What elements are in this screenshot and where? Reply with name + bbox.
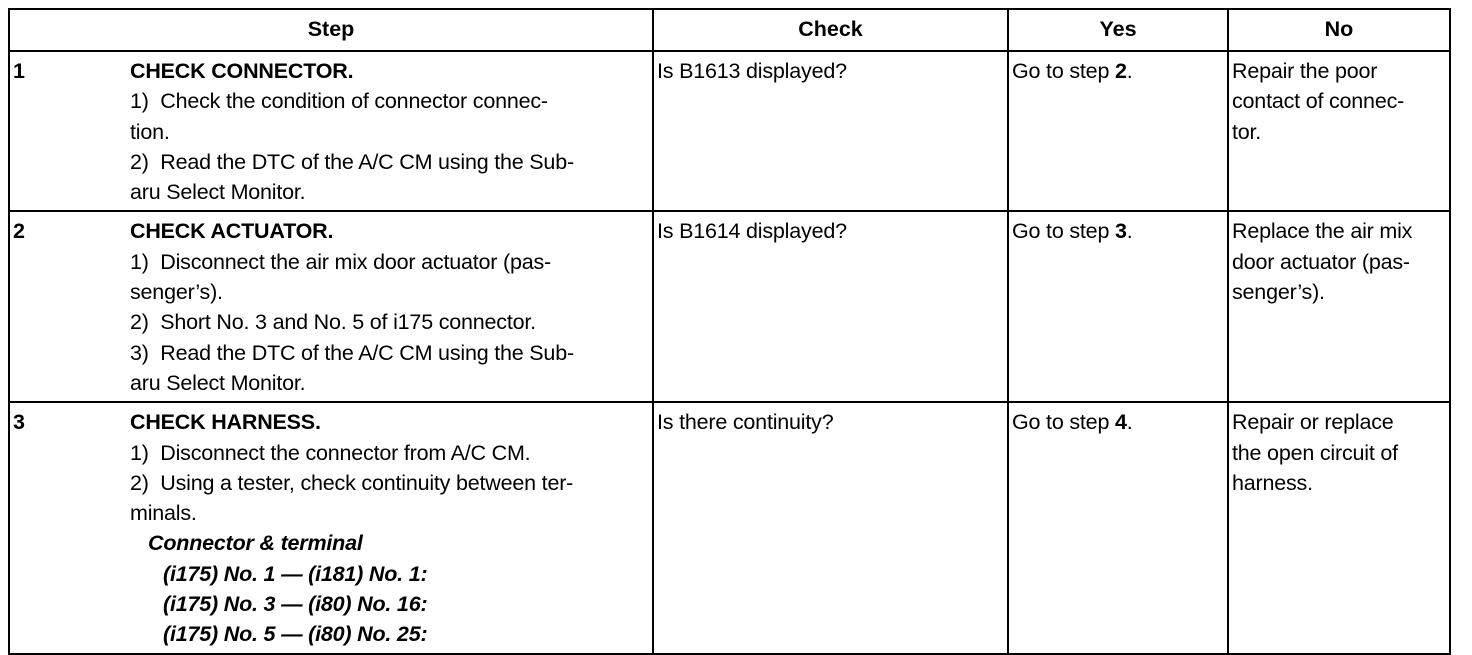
no-line: senger’s). bbox=[1232, 280, 1325, 305]
yes-suffix: . bbox=[1126, 219, 1133, 244]
yes-step-ref: 2 bbox=[1114, 59, 1127, 83]
step-number: 3 bbox=[13, 410, 25, 435]
step-instruction: minals. bbox=[130, 501, 197, 526]
no-line: contact of connec- bbox=[1232, 89, 1405, 114]
step-instruction: tion. bbox=[130, 119, 170, 144]
yes-prefix: Go to step bbox=[1012, 410, 1115, 435]
step-instruction: 1) Check the condition of connector conn… bbox=[130, 89, 548, 114]
no-line: tor. bbox=[1232, 119, 1262, 144]
table-row: 2 CHECK ACTUATOR. 1) Disconnect the air … bbox=[8, 210, 1451, 404]
step-instruction: 1) Disconnect the air mix door actuator … bbox=[130, 249, 551, 274]
header-step: Step bbox=[8, 8, 654, 52]
no-line: Replace the air mix bbox=[1232, 219, 1413, 244]
step-cell: 2 CHECK ACTUATOR. 1) Disconnect the air … bbox=[8, 210, 654, 404]
header-check: Check bbox=[652, 8, 1009, 52]
check-cell: Is B1613 displayed? bbox=[652, 49, 1009, 213]
no-cell: Repair the poor contact of connec- tor. bbox=[1227, 49, 1451, 213]
yes-cell: Go to step 4. bbox=[1007, 401, 1229, 655]
no-cell: Replace the air mix door actuator (pas- … bbox=[1227, 210, 1451, 404]
yes-cell: Go to step 2. bbox=[1007, 49, 1229, 213]
connector-terminal-item: (i175) No. 1 — (i181) No. 1: bbox=[163, 561, 428, 586]
step-cell: 1 CHECK CONNECTOR. 1) Check the conditio… bbox=[8, 49, 654, 213]
yes-prefix: Go to step bbox=[1012, 219, 1115, 244]
table-row: 1 CHECK CONNECTOR. 1) Check the conditio… bbox=[8, 49, 1451, 213]
step-number: 1 bbox=[13, 59, 25, 83]
step-cell: 3 CHECK HARNESS. 1) Disconnect the conne… bbox=[8, 401, 654, 655]
yes-step-ref: 3 bbox=[1114, 219, 1127, 244]
no-line: Repair or replace bbox=[1232, 410, 1394, 435]
no-line: door actuator (pas- bbox=[1232, 249, 1410, 274]
header-row: Step Check Yes No bbox=[8, 8, 1451, 52]
connector-terminal-item: (i175) No. 5 — (i80) No. 25: bbox=[163, 622, 428, 647]
no-cell: Repair or replace the open circuit of ha… bbox=[1227, 401, 1451, 655]
step-instruction: 2) Using a tester, check continuity betw… bbox=[130, 470, 574, 495]
check-cell: Is there continuity? bbox=[652, 401, 1009, 655]
step-title: CHECK HARNESS. bbox=[130, 410, 321, 435]
step-number: 2 bbox=[13, 219, 25, 244]
diagnostic-table: Step Check Yes No 1 CHECK CONNECTOR. 1) … bbox=[8, 8, 1451, 655]
yes-suffix: . bbox=[1126, 410, 1133, 435]
header-yes: Yes bbox=[1007, 8, 1229, 52]
step-instruction: 1) Disconnect the connector from A/C CM. bbox=[130, 440, 531, 465]
yes-cell: Go to step 3. bbox=[1007, 210, 1229, 404]
table-row: 3 CHECK HARNESS. 1) Disconnect the conne… bbox=[8, 401, 1451, 655]
step-title: CHECK CONNECTOR. bbox=[130, 59, 354, 83]
yes-prefix: Go to step bbox=[1012, 59, 1115, 83]
connector-terminal-item: (i175) No. 3 — (i80) No. 16: bbox=[163, 592, 428, 617]
step-title: CHECK ACTUATOR. bbox=[130, 219, 334, 244]
yes-suffix: . bbox=[1126, 59, 1133, 83]
step-instruction: senger’s). bbox=[130, 280, 223, 305]
step-instruction: aru Select Monitor. bbox=[130, 370, 306, 395]
header-no: No bbox=[1227, 8, 1451, 52]
check-cell: Is B1614 displayed? bbox=[652, 210, 1009, 404]
no-line: harness. bbox=[1232, 470, 1313, 495]
connector-terminal-heading: Connector & terminal bbox=[148, 531, 363, 556]
no-line: Repair the poor bbox=[1232, 59, 1378, 83]
step-instruction: 2) Read the DTC of the A/C CM using the … bbox=[130, 149, 574, 174]
step-instruction: aru Select Monitor. bbox=[130, 180, 306, 205]
step-instruction: 3) Read the DTC of the A/C CM using the … bbox=[130, 340, 574, 365]
no-line: the open circuit of bbox=[1232, 440, 1398, 465]
step-instruction: 2) Short No. 3 and No. 5 of i175 connect… bbox=[130, 310, 536, 335]
yes-step-ref: 4 bbox=[1114, 410, 1127, 435]
